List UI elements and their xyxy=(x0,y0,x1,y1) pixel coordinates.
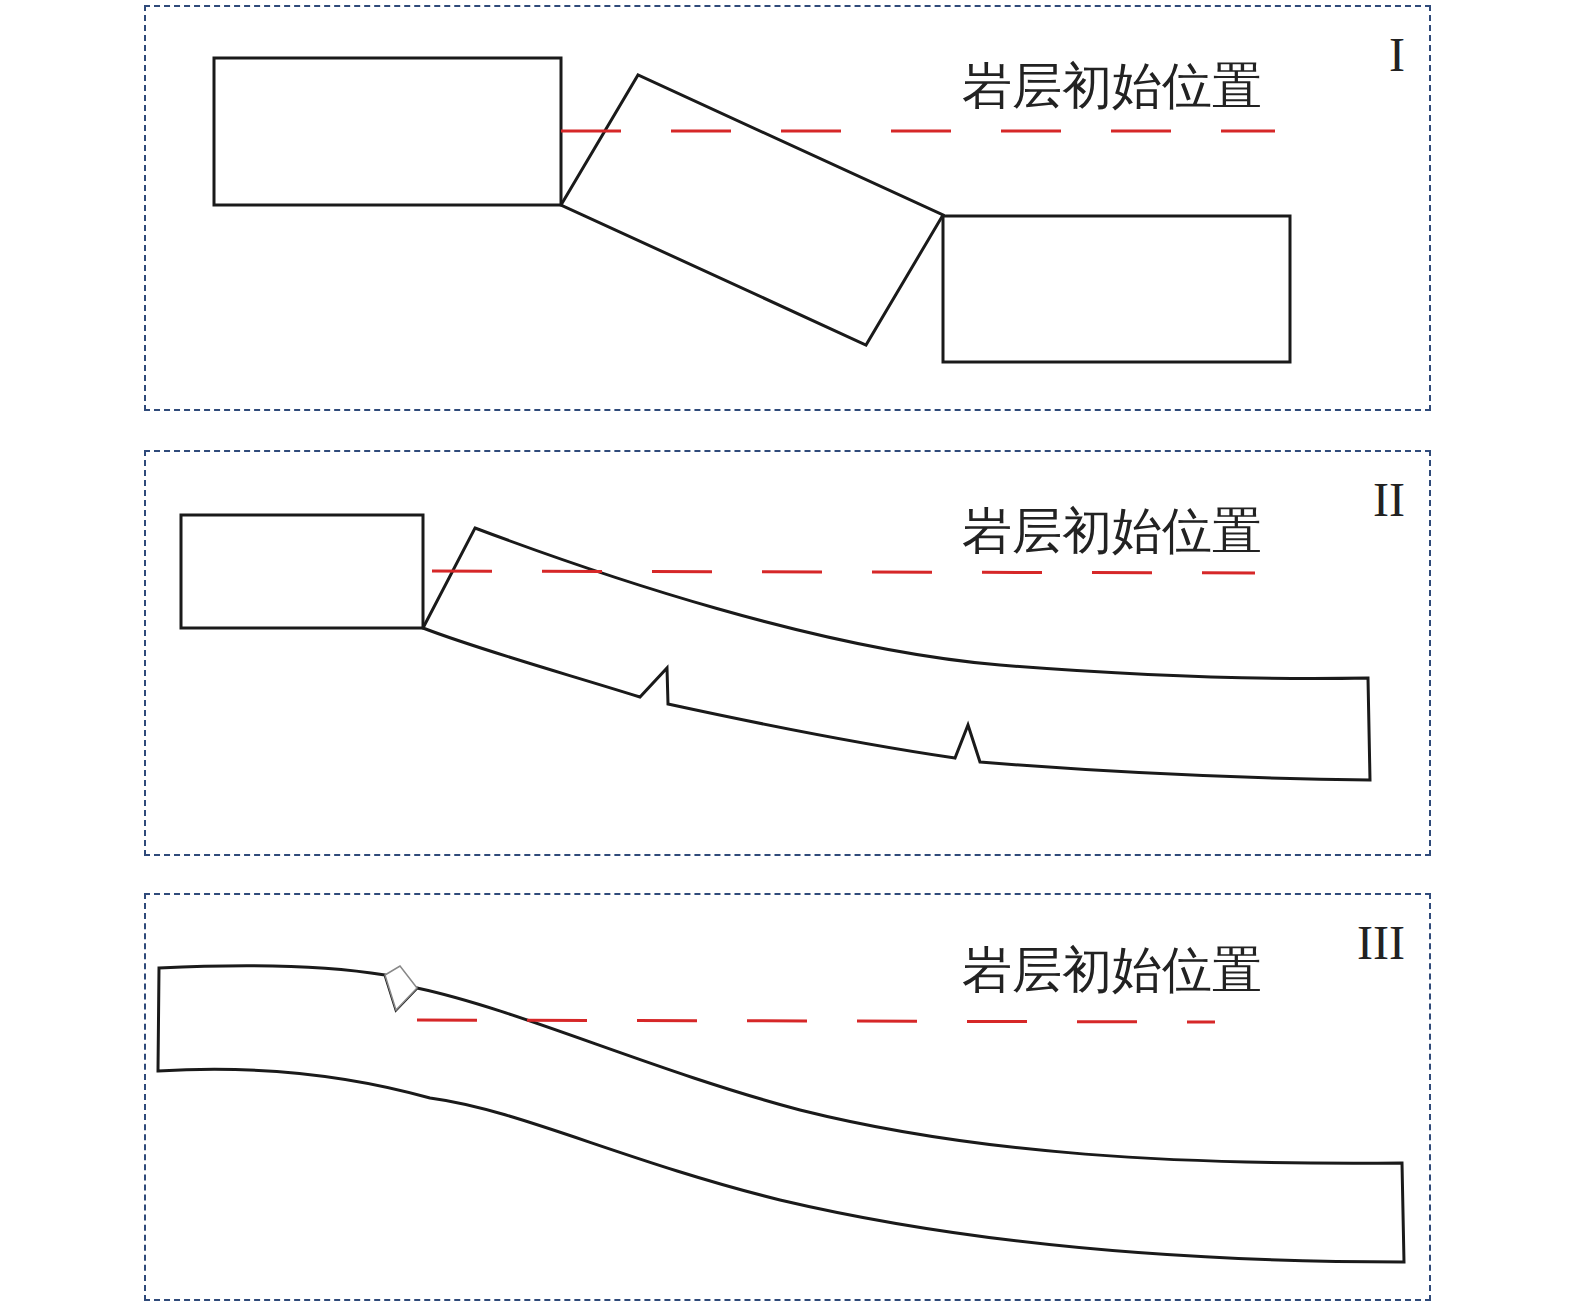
crack-notch xyxy=(385,966,417,1010)
initial-position-line xyxy=(432,571,1255,573)
rock-block xyxy=(943,216,1290,362)
initial-position-line xyxy=(561,130,1275,133)
figure-panel: III 岩层初始位置 xyxy=(144,893,1431,1301)
position-label: 岩层初始位置 xyxy=(962,943,1262,998)
figure-panel: I 岩层初始位置 xyxy=(144,5,1431,411)
position-label: 岩层初始位置 xyxy=(962,504,1262,559)
figure-panel: II 岩层初始位置 xyxy=(144,450,1431,856)
rotated-rock-block xyxy=(561,75,943,345)
rock-block xyxy=(214,58,561,205)
position-label: 岩层初始位置 xyxy=(962,59,1262,114)
panel-number: II xyxy=(1373,476,1405,524)
panel-number: I xyxy=(1389,31,1405,79)
bent-rock-layer xyxy=(158,966,1404,1262)
panel-number: III xyxy=(1357,919,1405,967)
initial-position-line xyxy=(417,1020,1215,1022)
bent-rock-layer xyxy=(423,528,1370,780)
rock-block xyxy=(181,515,423,628)
